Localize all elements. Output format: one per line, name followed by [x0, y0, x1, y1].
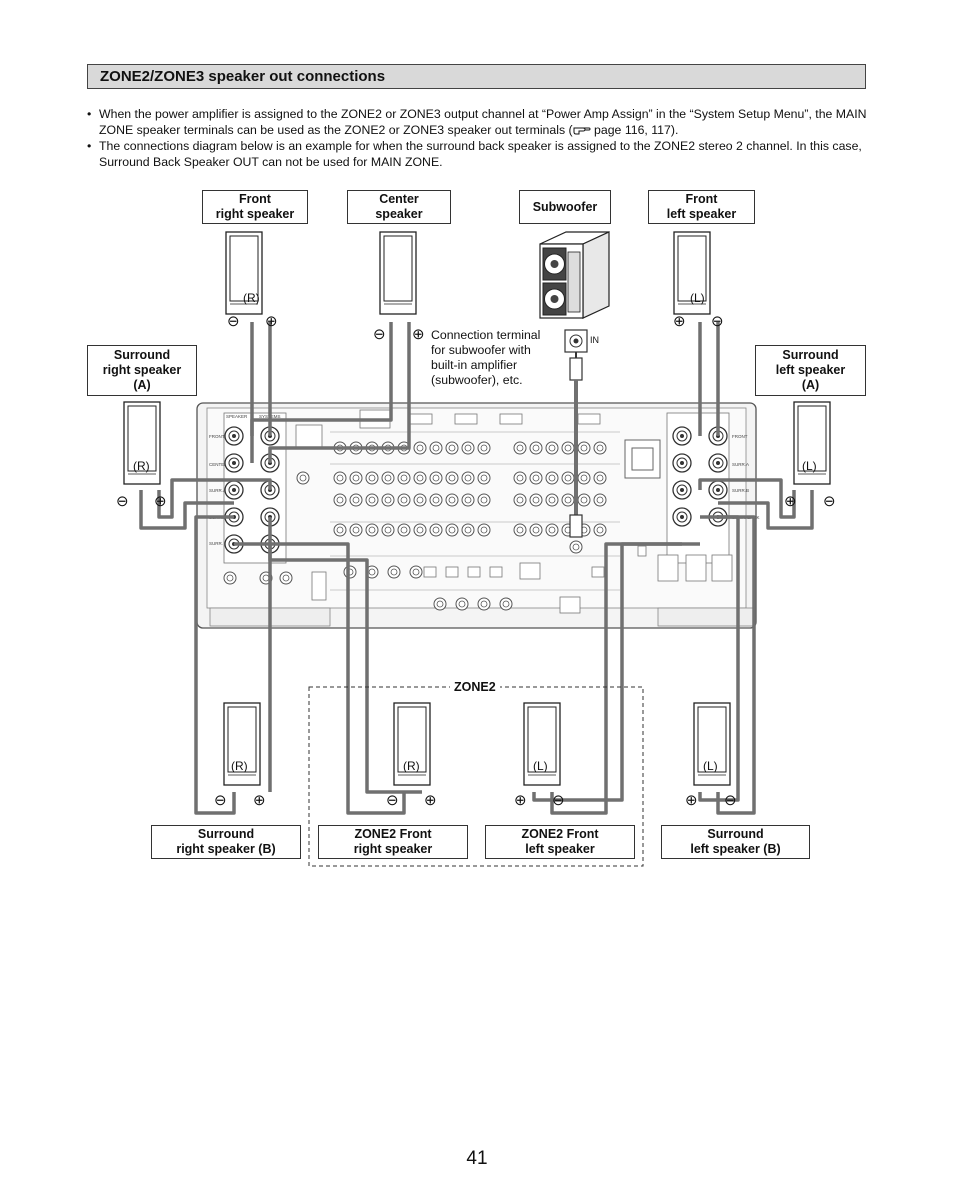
section-title: ZONE2/ZONE3 speaker out connections — [100, 68, 386, 85]
channel-tag-left: (L) — [690, 291, 705, 305]
front-left-speaker-label: Front left speaker — [648, 190, 755, 224]
channel-tag-right: (R) — [403, 759, 420, 773]
minus-terminal-icon: ⊖ — [214, 792, 227, 809]
plus-terminal-icon: ⊕ — [154, 493, 167, 510]
surround-left-speaker-a-label: Surround left speaker (A) — [755, 345, 866, 396]
minus-terminal-icon: ⊖ — [386, 792, 399, 809]
plus-terminal-icon: ⊕ — [412, 326, 425, 343]
plus-terminal-icon: ⊕ — [424, 792, 437, 809]
front-terminal-label: FRONT — [209, 434, 225, 439]
plus-terminal-icon: ⊕ — [514, 792, 527, 809]
page-number: 41 — [466, 1148, 488, 1169]
surr-back-terminal-label: SURR. BACK — [209, 541, 237, 546]
channel-tag-left: (L) — [533, 759, 548, 773]
plus-terminal-icon: ⊕ — [685, 792, 698, 809]
zone2-group-label: ZONE2 — [450, 680, 500, 694]
surr-a-terminal-label: SURR.A — [209, 488, 226, 493]
zone2-front-right-speaker-label: ZONE2 Front right speaker — [318, 825, 468, 859]
surr-b-terminal-label-left: SURR.B — [732, 488, 749, 493]
minus-terminal-icon: ⊖ — [116, 493, 129, 510]
center-terminal-label: CENTER — [209, 462, 228, 467]
bullet-text-1-end: page 116, 117). — [590, 123, 679, 137]
bullet-item: When the power amplifier is assigned to … — [87, 106, 869, 138]
center-speaker — [379, 231, 417, 315]
minus-terminal-icon: ⊖ — [823, 493, 836, 510]
bullet-text-2: The connections diagram below is an exam… — [99, 139, 862, 169]
surr-a-terminal-label-left: SURR.A — [732, 462, 749, 467]
channel-tag-left: (L) — [703, 759, 718, 773]
plus-terminal-icon: ⊕ — [253, 792, 266, 809]
subwoofer-cabinet — [539, 231, 610, 319]
plus-terminal-icon: ⊕ — [265, 313, 278, 330]
bullet-item: The connections diagram below is an exam… — [87, 138, 869, 170]
subwoofer-connection-note: Connection terminal for subwoofer with b… — [431, 328, 541, 387]
surround-right-speaker-b-label: Surround right speaker (B) — [151, 825, 301, 859]
surround-right-speaker-a-label: Surround right speaker (A) — [87, 345, 197, 396]
front-right-speaker-label: Front right speaker — [202, 190, 308, 224]
center-speaker-label: Center speaker — [347, 190, 451, 224]
front-terminal-label-left: FRONT — [732, 434, 748, 439]
plus-terminal-icon: ⊕ — [673, 313, 686, 330]
subwoofer-in-label: IN — [590, 335, 599, 345]
section-header: ZONE2/ZONE3 speaker out connections — [87, 64, 866, 89]
channel-tag-right: (R) — [243, 291, 260, 305]
channel-tag-right: (R) — [133, 459, 150, 473]
zone2-front-left-speaker-label: ZONE2 Front left speaker — [485, 825, 635, 859]
plus-terminal-icon: ⊕ — [784, 493, 797, 510]
subwoofer-label: Subwoofer — [519, 190, 611, 224]
channel-tag-left: (L) — [802, 459, 817, 473]
speaker-terminal-heading: SPEAKER — [226, 414, 248, 419]
minus-terminal-icon: ⊖ — [552, 792, 565, 809]
hand-pointer-icon — [573, 127, 591, 135]
subwoofer-in-terminal — [564, 329, 588, 353]
zone2-group-outline — [308, 686, 644, 867]
minus-terminal-icon: ⊖ — [373, 326, 386, 343]
minus-terminal-icon: ⊖ — [227, 313, 240, 330]
bullet-text-1: When the power amplifier is assigned to … — [99, 107, 867, 137]
minus-terminal-icon: ⊖ — [724, 792, 737, 809]
av-receiver-rear-panel: SPEAKER SYSTEMS FRONT CENTER SURR.A SURR… — [196, 402, 760, 629]
speaker-wires — [139, 322, 814, 815]
channel-tag-right: (R) — [231, 759, 248, 773]
minus-terminal-icon: ⊖ — [711, 313, 724, 330]
surround-left-speaker-b-label: Surround left speaker (B) — [661, 825, 810, 859]
bullet-list: When the power amplifier is assigned to … — [87, 106, 869, 170]
